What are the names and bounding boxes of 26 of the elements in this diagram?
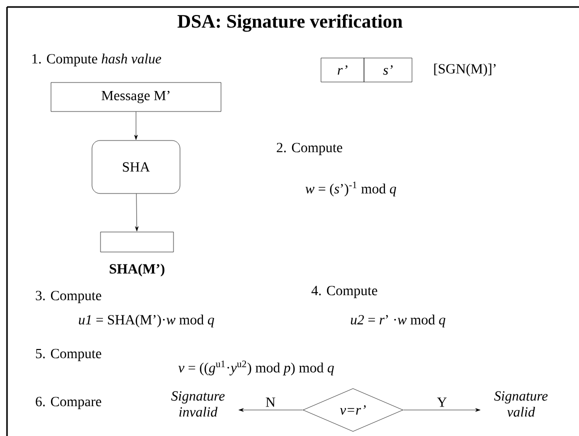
box-caption: SHA(M’) — [110, 264, 164, 276]
arrow — [238, 408, 303, 412]
result-text: Signature valid — [494, 391, 548, 417]
step-label: 2. Compute — [276, 142, 342, 156]
table-cell: s’ — [364, 58, 412, 82]
signature-label: [SGN(M)]’ — [434, 64, 496, 76]
process-box — [100, 232, 174, 252]
table-cell: r’ — [320, 58, 364, 82]
step-label: 6. Compare — [36, 396, 102, 410]
formula: v = ((g$^{u1}$·y$^{u2}$) mod p) mod q — [178, 360, 334, 376]
title: DSA: Signature verification — [178, 14, 402, 32]
edge-label: N — [264, 396, 277, 408]
arrow — [134, 112, 138, 140]
formula: u2 = r’ ·w mod q — [350, 314, 446, 328]
step-label: 1. Compute hash value — [32, 54, 162, 66]
process-box: Message M’ — [50, 82, 222, 112]
formula: u1 = SHA(M’)·w mod q — [78, 314, 214, 328]
step-label: 3. Compute — [36, 290, 102, 304]
step-label: 5. Compute — [36, 348, 102, 362]
arrow — [403, 408, 480, 412]
step-label: 4. Compute — [311, 286, 378, 298]
arrow — [135, 194, 139, 232]
process-box: SHA — [92, 140, 180, 194]
formula: w = (s’)$^{-1}$ mod q — [306, 182, 396, 196]
result-text: Signature invalid — [171, 391, 225, 417]
edge-label: Y — [436, 396, 448, 408]
